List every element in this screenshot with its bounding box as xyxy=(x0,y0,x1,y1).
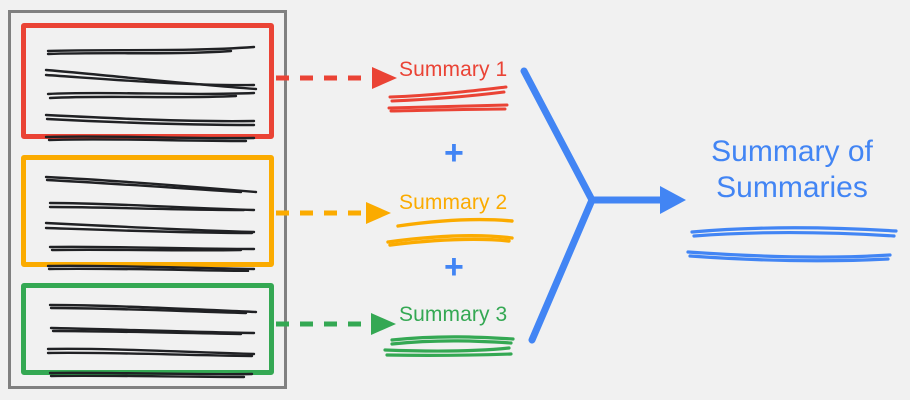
dashed-arrow-green xyxy=(276,313,396,335)
chunk-3-text-lines xyxy=(46,303,258,379)
document-chunk-3[interactable] xyxy=(21,283,274,379)
merge-arrow xyxy=(520,67,686,344)
summary-2-label: Summary 2 xyxy=(399,191,508,214)
summary-3-label: Summary 3 xyxy=(399,303,508,326)
plus-icon-2: + xyxy=(444,248,464,286)
summary-1-underline xyxy=(387,85,509,113)
summary-1-label: Summary 1 xyxy=(399,58,508,81)
final-summary-underline xyxy=(686,226,898,263)
summary-2-underline xyxy=(386,217,514,247)
chunk-1-text-lines xyxy=(44,45,258,143)
final-summary-title: Summary of Summaries xyxy=(680,134,904,206)
chunk-2-text-lines xyxy=(44,175,258,273)
plus-icon-1: + xyxy=(444,134,464,172)
dashed-arrow-red xyxy=(276,67,397,89)
source-document xyxy=(8,10,287,389)
summary-3-underline xyxy=(383,335,515,358)
final-title-line-2: Summaries xyxy=(716,171,868,204)
dashed-arrow-orange xyxy=(276,202,391,224)
document-chunk-1[interactable] xyxy=(21,23,274,143)
document-chunk-2[interactable] xyxy=(21,155,274,273)
final-title-line-1: Summary of xyxy=(711,135,873,168)
